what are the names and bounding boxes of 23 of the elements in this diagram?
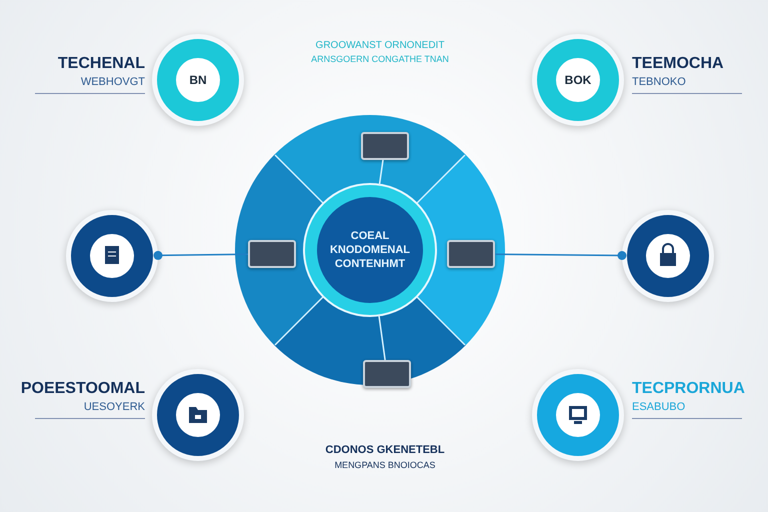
subheading: ESABUBO (632, 401, 686, 413)
subheading: WEBHOVGT (80, 76, 145, 88)
section-heading: TEEMOCHA (632, 55, 725, 73)
section-heading: CDONOS GKENETEBL (324, 444, 446, 456)
caption-text: GROOWANST ORNONEDIT (314, 40, 446, 51)
connector-line (154, 250, 248, 260)
icon-label: BN (176, 58, 220, 102)
info-card (447, 240, 495, 268)
subheading: UESOYERK (82, 401, 145, 413)
connector-line (378, 160, 384, 186)
subheading: TEBNOKO (632, 76, 687, 88)
info-card (363, 360, 411, 388)
section-heading: POEESTOOMAL (20, 380, 145, 398)
connector-line (378, 314, 386, 360)
center-title: COEAL KNODOMENAL CONTENHMT (328, 228, 412, 272)
icon-label: BOK (556, 58, 600, 102)
section-heading: TECHENAL (56, 55, 145, 73)
caption-text: ARNSGOERN CONGATHE TNAN (310, 54, 450, 64)
info-card (248, 240, 296, 268)
section-heading: TECPRORNUA (632, 380, 746, 398)
caption-text: MENGPANS BNOIOCAS (334, 460, 436, 470)
connector-line (495, 251, 626, 260)
info-card (361, 132, 409, 160)
